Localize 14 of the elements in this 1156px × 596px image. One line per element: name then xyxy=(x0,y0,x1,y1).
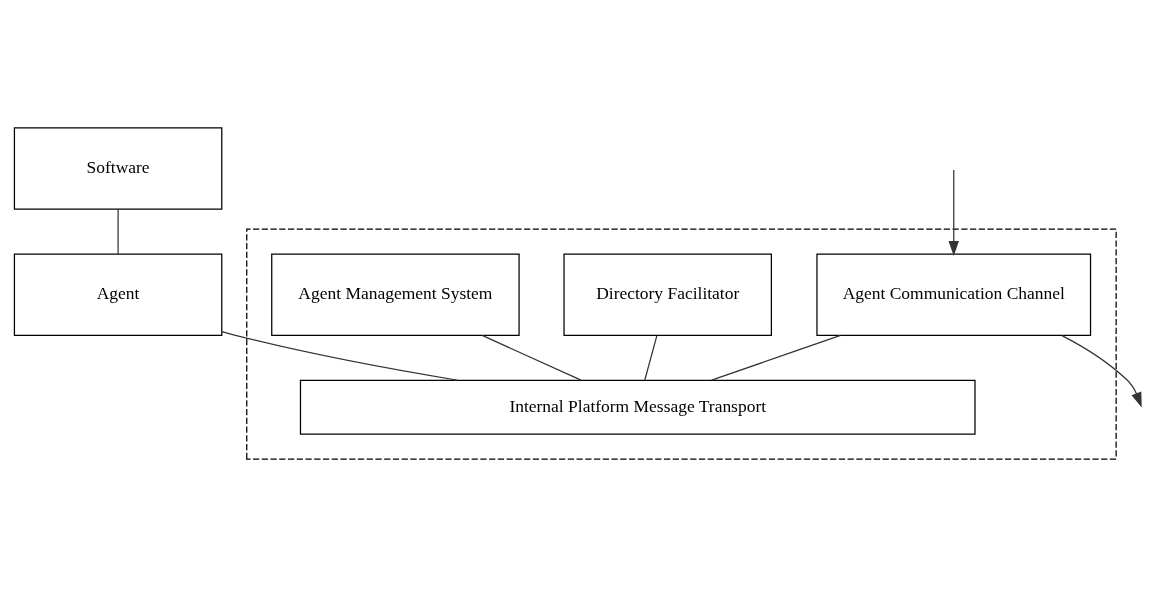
arrow xyxy=(948,168,959,256)
node-box: Agent Communication Channel xyxy=(816,253,1092,336)
node-box: Internal Platform Message Transport xyxy=(299,379,976,435)
node-box: Directory Facilitator xyxy=(563,253,772,336)
connector xyxy=(644,334,658,381)
arrow xyxy=(1061,334,1142,407)
node-box: Software xyxy=(13,126,223,210)
cluster xyxy=(246,228,1117,460)
connector xyxy=(481,334,582,381)
connector xyxy=(117,208,119,255)
node-box: Agent xyxy=(13,253,223,336)
node-box: Agent Management System xyxy=(271,253,520,336)
connector xyxy=(711,334,842,381)
connector xyxy=(221,330,459,381)
